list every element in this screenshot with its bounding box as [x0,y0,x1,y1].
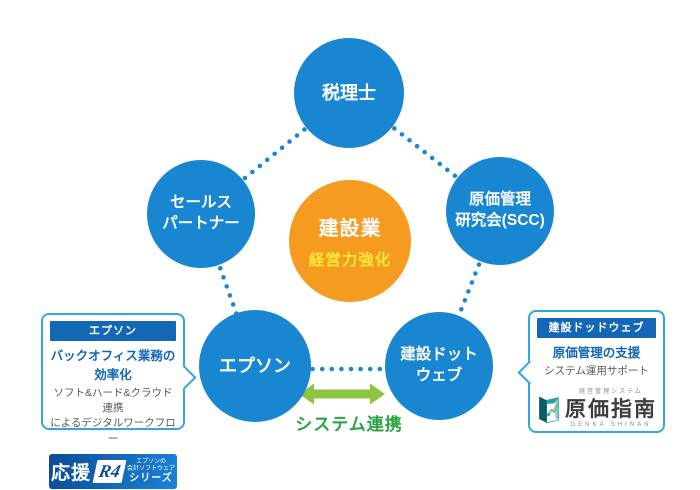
epson-box-desc-line1: ソフト&ハード&クラウド連携 [53,387,173,415]
node-sales-partner-line1: セールス [169,194,232,212]
genka-shinan-name: 原価指南 [565,397,657,421]
epson-box-header: エプソン [50,321,176,341]
r4-logo-panel: R4 [92,459,127,483]
kensetsu-box-title: 原価管理の支援 [552,346,641,360]
genka-shinan-romaji: GENKA SHINAN [570,421,652,428]
connector-tax-sales [198,90,352,217]
node-scc-line2: 研究会(SCC) [455,212,545,229]
node-kensetsu-dotweb-line1: 建設ドット [400,346,478,364]
hub-subtitle: 経営力強化 [308,252,392,269]
node-sales-partner-line2: パートナー [162,215,240,232]
epson-box-desc-line2: によるデジタルワークフロー [50,417,176,445]
r4-logo-right: エプソンの 会計ソフトウェア シリーズ [127,459,175,484]
node-epson: エプソン [199,310,311,422]
r4-logo-tagline1: エプソンの [136,458,167,465]
kensetsu-box-desc: システム運用サポート [544,365,649,377]
system-link-label: システム連携 [295,415,403,434]
node-kensetsu-dotweb: 建設ドット ウェブ [385,312,493,420]
genka-shinan-category: 経営管理システム [579,389,643,396]
hub-name: 建設業 [318,218,382,240]
epson-info-box: エプソン バックオフィス業務の効率化 ソフト&ハード&クラウド連携 によるデジタ… [41,313,197,489]
system-link-arrow [299,383,385,405]
genka-shinan-text: 経営管理システム 原価指南 GENKA SHINAN [565,389,657,429]
epson-r4-logo: 応援 R4 エプソンの 会計ソフトウェア シリーズ [49,453,177,489]
connector-tax-scc [346,90,503,214]
node-sales-partner: セールス パートナー [147,160,255,268]
kensetsu-info-box: 建設ドッドウェブ 原価管理の支援 システム運用サポート 経営管理システム 原価指… [516,310,665,433]
r4-logo-r4: R4 [96,460,123,481]
node-scc-line1: 原価管理 [468,191,531,209]
epson-box-title: バックオフィス業務の効率化 [50,349,176,382]
node-epson-label: エプソン [219,355,291,376]
genka-shinan-cube-icon [539,396,559,424]
r4-logo-series: シリーズ [129,472,173,484]
kensetsu-box-header: 建設ドッドウェブ [537,318,656,338]
hub-construction-industry: 建設業 経営力強化 [289,180,411,302]
r4-logo-tagline2: 会計ソフトウェア [127,465,176,472]
genka-shinan-logo: 経営管理システム 原価指南 GENKA SHINAN [536,387,657,431]
r4-logo-ouen: 応援 [50,462,91,484]
node-kensetsu-dotweb-line2: ウェブ [415,367,463,384]
node-tax-accountant: 税理士 [294,38,404,148]
node-tax-accountant-label: 税理士 [322,82,376,103]
node-scc: 原価管理 研究会(SCC) [446,157,554,265]
